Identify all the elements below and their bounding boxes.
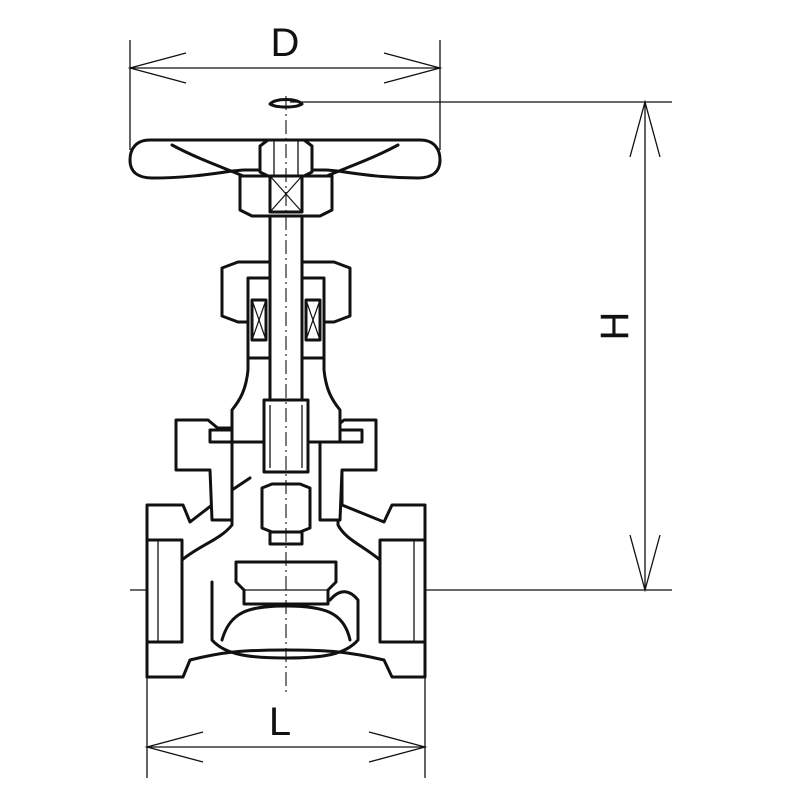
h-arrow-bottom [629,534,661,593]
packing-left-hatch-2 [251,299,267,341]
dimension-l: L [144,670,428,778]
h-arrow-top [629,99,661,158]
l-label: L [269,700,291,744]
h-label: H [593,312,637,341]
handwheel [128,98,442,218]
dimension-d: D [127,21,443,150]
inner-passage-right [318,476,382,562]
d-label: D [271,21,300,65]
inner-passage-left [180,476,252,562]
seat-bridge [210,580,360,660]
stem-top-cap [268,98,304,109]
right-threaded-end [378,538,427,644]
gasket-left [208,428,234,444]
d-arrow-left [127,52,187,84]
left-threaded-end [145,538,184,644]
l-arrow-left [144,731,204,763]
d-arrow-right [383,52,443,84]
gasket-right [338,428,364,444]
l-arrow-right [368,731,428,763]
packing-right-hatch-2 [305,299,321,341]
union-nut-left [174,418,234,522]
